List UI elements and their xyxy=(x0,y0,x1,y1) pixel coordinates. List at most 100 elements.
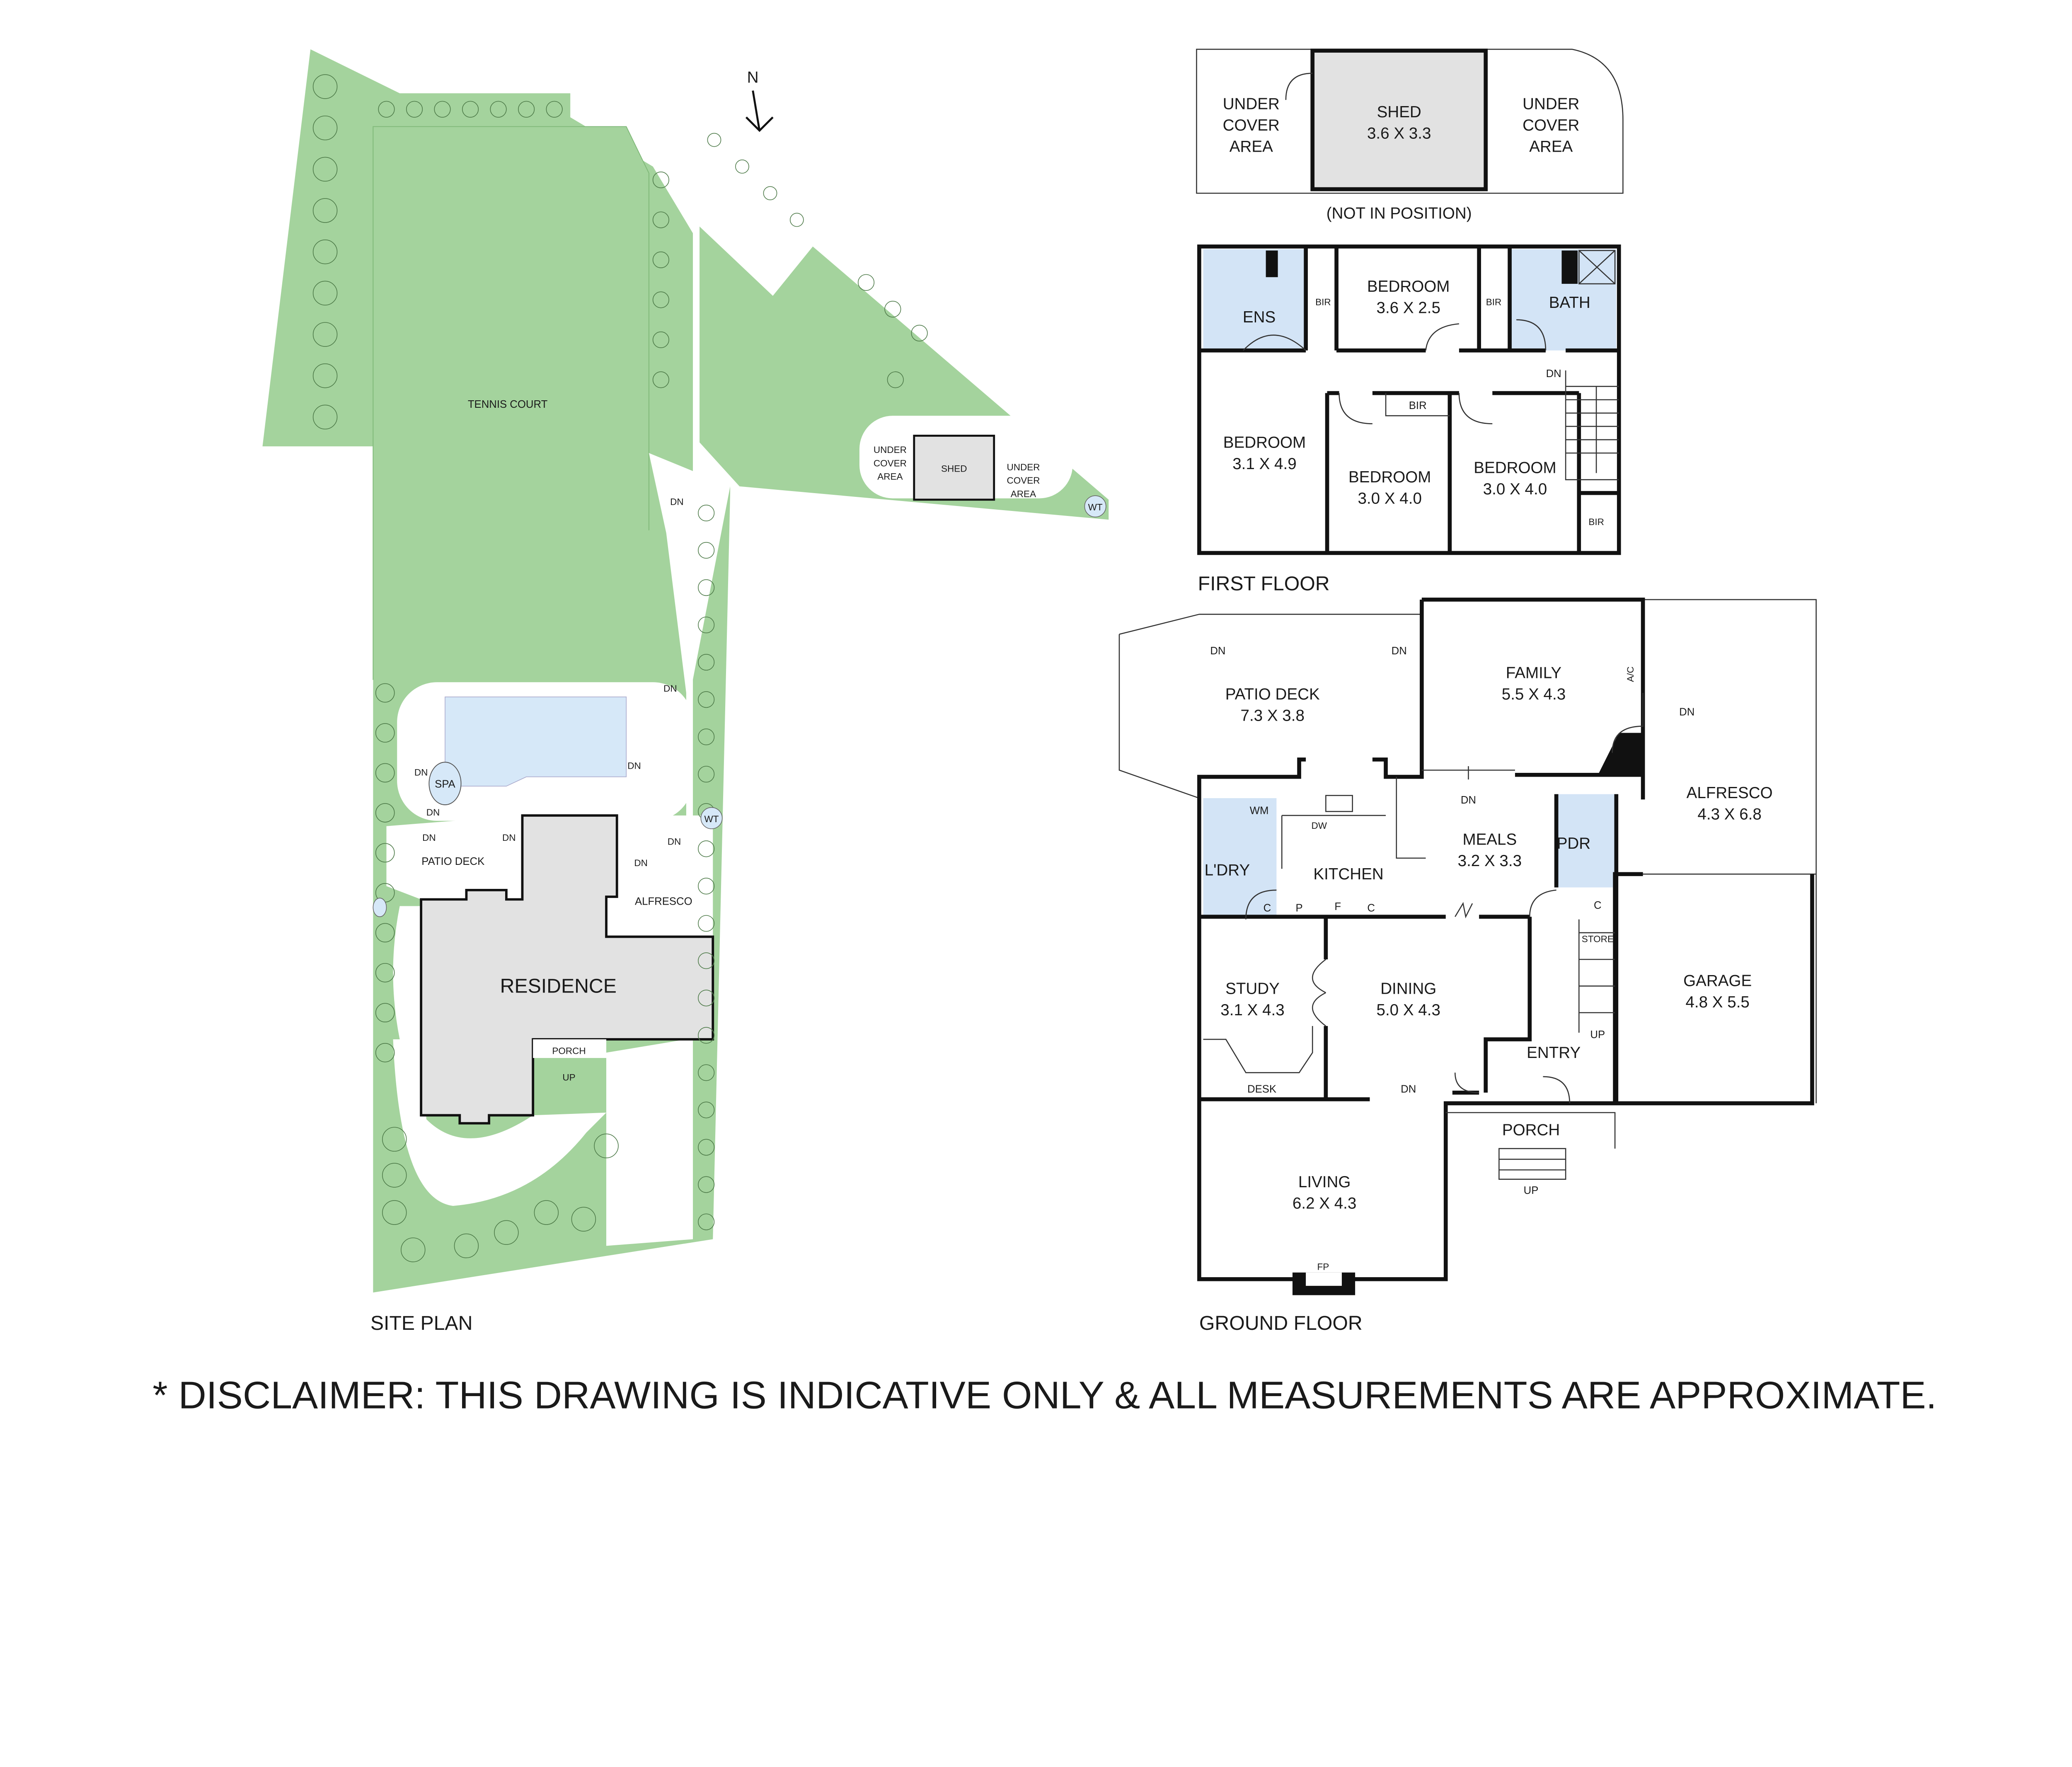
alfresco-size: 4.3 X 6.8 xyxy=(1697,805,1761,823)
garage-name: GARAGE xyxy=(1683,972,1752,990)
tree-icon xyxy=(698,616,715,634)
bir-label: BIR xyxy=(1409,400,1427,411)
living-size: 6.2 X 4.3 xyxy=(1293,1194,1356,1212)
patio-deck-size: 7.3 X 3.8 xyxy=(1241,707,1305,725)
bir-label: BIR xyxy=(1315,297,1331,307)
patio-deck-label: PATIO DECK xyxy=(421,856,484,867)
down-label: DN xyxy=(426,807,440,818)
bath-label: BATH xyxy=(1549,294,1590,312)
cupboard-label: C xyxy=(1264,902,1271,914)
ground-floor-plan: PATIO DECK 7.3 X 3.8 DN DN FAMILY 5.5 X … xyxy=(1118,598,1817,1334)
tree-icon xyxy=(518,101,535,118)
tree-icon xyxy=(375,843,395,863)
ac-label: A/C xyxy=(1625,666,1636,682)
tree-icon xyxy=(312,322,338,347)
tree-icon xyxy=(382,1127,407,1152)
down-label: DN xyxy=(1392,645,1407,657)
tree-icon xyxy=(312,74,338,99)
porch-label: PORCH xyxy=(552,1046,586,1056)
porch-label: PORCH xyxy=(1502,1121,1560,1139)
tree-icon xyxy=(707,133,721,147)
tree-icon xyxy=(594,1133,619,1159)
tree-icon xyxy=(375,763,395,783)
down-label: DN xyxy=(1679,707,1694,718)
water-tank-icon xyxy=(373,898,387,917)
down-label: DN xyxy=(627,760,641,771)
tree-icon xyxy=(375,923,395,943)
first-floor-title: FIRST FLOOR xyxy=(1198,572,1330,595)
meals-size: 3.2 X 3.3 xyxy=(1458,852,1522,870)
tree-icon xyxy=(763,186,777,201)
fireplace-label: FP xyxy=(1317,1261,1329,1272)
pdr-label: PDR xyxy=(1557,835,1590,852)
tree-icon xyxy=(312,157,338,182)
tree-icon xyxy=(462,101,479,118)
bedroom-size: 3.0 X 4.0 xyxy=(1483,480,1547,498)
cupboard-label: C xyxy=(1367,902,1375,914)
tree-icon xyxy=(652,171,669,189)
wm-label: WM xyxy=(1250,805,1269,817)
up-label: UP xyxy=(1524,1185,1539,1196)
tree-icon xyxy=(698,1027,715,1044)
tree-icon xyxy=(406,101,423,118)
tree-icon xyxy=(911,324,928,341)
meals-name: MEALS xyxy=(1462,831,1517,849)
path-strip xyxy=(606,453,731,1246)
water-tank-icon xyxy=(1084,495,1106,518)
north-label: N xyxy=(747,68,759,86)
patio-deck-name: PATIO DECK xyxy=(1225,685,1320,703)
water-tank-label: WT xyxy=(704,814,719,824)
site-shed xyxy=(913,435,995,501)
spa-label: SPA xyxy=(435,778,455,790)
bedroom-size: 3.1 X 4.9 xyxy=(1232,455,1296,473)
bir-label: BIR xyxy=(1486,297,1502,307)
tree-icon xyxy=(312,281,338,306)
up-label: UP xyxy=(1590,1029,1605,1041)
tree-icon xyxy=(546,101,563,118)
tree-icon xyxy=(698,1139,715,1156)
site-plan-title: SITE PLAN xyxy=(370,1312,473,1334)
bedroom-size: 3.0 X 4.0 xyxy=(1358,489,1421,507)
site-porch xyxy=(533,1039,607,1058)
kitchen-label: KITCHEN xyxy=(1313,865,1383,883)
down-label: DN xyxy=(1401,1084,1416,1095)
tennis-court-label: TENNIS COURT xyxy=(468,399,548,410)
water-tank-label: WT xyxy=(1088,502,1103,513)
tree-group xyxy=(312,74,928,1262)
tree-icon xyxy=(382,1200,407,1225)
residence xyxy=(420,814,714,1125)
family-size: 5.5 X 4.3 xyxy=(1502,685,1566,703)
not-in-position-note: (NOT IN POSITION) xyxy=(1326,204,1472,222)
ens-label: ENS xyxy=(1243,308,1276,326)
residence-label: RESIDENCE xyxy=(500,975,617,997)
tree-icon xyxy=(312,363,338,388)
tree-icon xyxy=(698,654,715,671)
tree-icon xyxy=(698,542,715,559)
tree-icon xyxy=(375,1003,395,1023)
ground-floor-title: GROUND FLOOR xyxy=(1199,1312,1363,1334)
tree-icon xyxy=(698,1176,715,1193)
tree-icon xyxy=(698,729,715,746)
tree-icon xyxy=(698,691,715,708)
down-label: DN xyxy=(1546,368,1561,380)
tree-icon xyxy=(698,840,715,857)
tree-icon xyxy=(378,101,395,118)
tree-icon xyxy=(698,504,715,522)
tree-icon xyxy=(884,300,901,318)
tree-icon xyxy=(312,404,338,430)
dw-label: DW xyxy=(1312,821,1327,831)
dining-name: DINING xyxy=(1380,980,1436,998)
tree-icon xyxy=(652,371,669,388)
desk-label: DESK xyxy=(1247,1084,1276,1095)
tree-icon xyxy=(454,1233,479,1259)
down-label: DN xyxy=(422,833,436,843)
patio-deck-area xyxy=(386,815,523,900)
tree-icon xyxy=(375,723,395,743)
down-label: DN xyxy=(1461,794,1476,806)
alfresco-area xyxy=(606,815,713,937)
shed-size: 3.6 X 3.3 xyxy=(1367,124,1431,142)
alfresco-name: ALFRESCO xyxy=(1687,784,1773,802)
